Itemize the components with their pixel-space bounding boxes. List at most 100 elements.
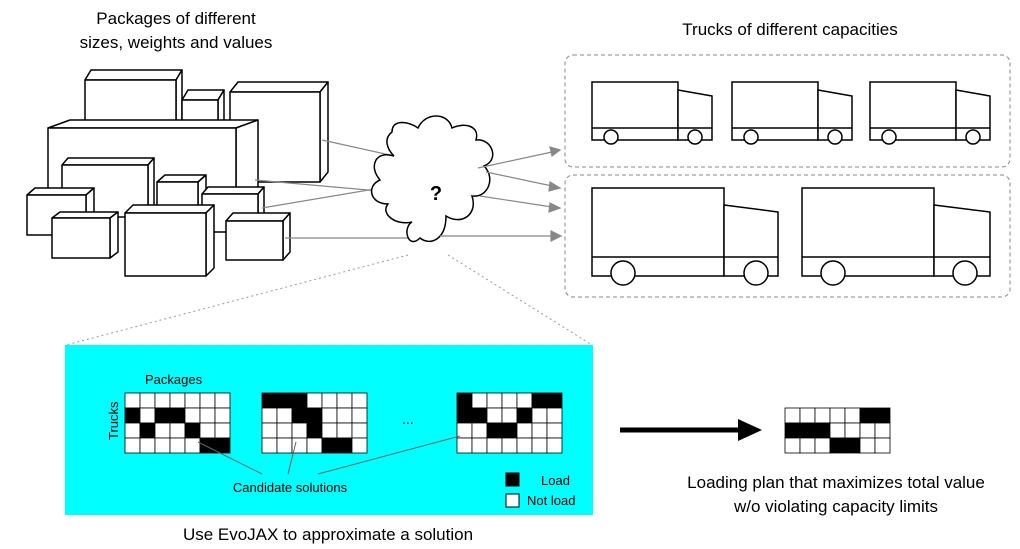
result-caption-line2: w/o violating capacity limits bbox=[733, 497, 938, 516]
grid-cell-empty bbox=[261, 407, 278, 424]
grid-cell-empty bbox=[199, 407, 216, 424]
candidate-grid-2 bbox=[261, 392, 368, 454]
grid-cell-empty bbox=[321, 422, 338, 439]
grid-cell-load bbox=[546, 392, 563, 409]
candidates-ellipsis: ... bbox=[402, 411, 414, 427]
grid-cell-empty bbox=[501, 437, 518, 454]
grid-cell-empty bbox=[874, 422, 891, 439]
grid-cell-empty bbox=[516, 422, 533, 439]
grid-cell-empty bbox=[139, 437, 156, 454]
grid-cell-empty bbox=[814, 407, 831, 424]
small-truck-icon bbox=[731, 81, 853, 145]
grid-cell-empty bbox=[859, 422, 876, 439]
grid-cell-load bbox=[531, 392, 548, 409]
grid-cell-empty bbox=[321, 392, 338, 409]
grid-cell-empty bbox=[531, 437, 548, 454]
grid-cell-empty bbox=[471, 392, 488, 409]
result-caption-line1: Loading plan that maximizes total value bbox=[687, 473, 985, 492]
grid-cell-empty bbox=[184, 392, 201, 409]
grid-cell-load bbox=[814, 422, 831, 439]
package-box bbox=[51, 211, 119, 259]
grid-cell-load bbox=[261, 392, 278, 409]
result-grid bbox=[784, 407, 891, 454]
grid-cell-empty bbox=[844, 422, 861, 439]
grid-cell-load bbox=[124, 407, 141, 424]
grid-cell-load bbox=[154, 407, 171, 424]
grid-cell-empty bbox=[531, 407, 548, 424]
grid-cell-empty bbox=[336, 422, 353, 439]
grid-cell-load bbox=[471, 407, 488, 424]
grid-cell-load bbox=[291, 392, 308, 409]
grid-cell-load bbox=[184, 422, 201, 439]
grid-cell-load bbox=[874, 407, 891, 424]
grid-cell-empty bbox=[351, 392, 368, 409]
grid-cell-load bbox=[276, 392, 293, 409]
grid-cell-empty bbox=[306, 392, 323, 409]
grid-cell-empty bbox=[486, 392, 503, 409]
grid-cell-empty bbox=[799, 407, 816, 424]
grid-cell-empty bbox=[154, 422, 171, 439]
small-truck-icon bbox=[591, 81, 713, 145]
grid-cell-empty bbox=[351, 437, 368, 454]
grid-cell-empty bbox=[501, 407, 518, 424]
grid-cell-empty bbox=[199, 422, 216, 439]
package-box bbox=[124, 204, 215, 277]
grid-cell-empty bbox=[154, 437, 171, 454]
candidate-grid-3 bbox=[456, 392, 563, 454]
legend-not-load-label: Not load bbox=[527, 493, 575, 508]
grid-cell-empty bbox=[199, 392, 216, 409]
packages-caption-line2: sizes, weights and values bbox=[80, 33, 273, 52]
legend-load-label: Load bbox=[541, 473, 570, 488]
grid-cell-empty bbox=[169, 422, 186, 439]
grid-cell-load bbox=[501, 422, 518, 439]
connector-arrows-out bbox=[440, 146, 563, 242]
puzzle-question-mark: ? bbox=[430, 183, 442, 205]
grid-cell-empty bbox=[139, 392, 156, 409]
small-trucks-frame bbox=[564, 54, 1011, 168]
grid-cell-empty bbox=[154, 392, 171, 409]
grid-cell-load bbox=[139, 422, 156, 439]
grid-cell-empty bbox=[501, 392, 518, 409]
grid-cell-empty bbox=[486, 437, 503, 454]
grid-cell-load bbox=[321, 437, 338, 454]
grid-cell-load bbox=[486, 422, 503, 439]
grid-cell-empty bbox=[184, 437, 201, 454]
grid-cell-empty bbox=[261, 437, 278, 454]
grid-cell-empty bbox=[351, 407, 368, 424]
grid-cell-load bbox=[306, 422, 323, 439]
packages-caption-line1: Packages of different bbox=[96, 9, 256, 28]
legend-not-load-swatch bbox=[505, 493, 520, 508]
grid-cell-empty bbox=[124, 422, 141, 439]
grid-cell-empty bbox=[456, 437, 473, 454]
grid-cell-load bbox=[456, 407, 473, 424]
grid-cell-load bbox=[799, 422, 816, 439]
grid-cell-empty bbox=[261, 422, 278, 439]
large-truck-icon bbox=[591, 187, 779, 286]
grid-cell-load bbox=[456, 392, 473, 409]
grid-cell-empty bbox=[471, 437, 488, 454]
grid-cell-load bbox=[844, 437, 861, 454]
grid-cell-empty bbox=[276, 407, 293, 424]
grid-cell-empty bbox=[784, 437, 801, 454]
matrix-header-packages: Packages bbox=[145, 372, 203, 387]
grid-cell-load bbox=[214, 437, 231, 454]
grid-cell-empty bbox=[516, 437, 533, 454]
grid-cell-empty bbox=[784, 407, 801, 424]
grid-cell-empty bbox=[214, 392, 231, 409]
grid-cell-empty bbox=[321, 407, 338, 424]
grid-cell-load bbox=[169, 407, 186, 424]
grid-cell-empty bbox=[276, 422, 293, 439]
grid-cell-load bbox=[199, 437, 216, 454]
legend-load-swatch bbox=[505, 472, 520, 487]
grid-cell-empty bbox=[486, 407, 503, 424]
grid-cell-empty bbox=[829, 407, 846, 424]
candidate-solutions-label: Candidate solutions bbox=[233, 480, 348, 495]
candidate-grid-1 bbox=[124, 392, 231, 454]
grid-cell-load bbox=[306, 407, 323, 424]
grid-cell-empty bbox=[546, 422, 563, 439]
grid-cell-load bbox=[516, 407, 533, 424]
package-box bbox=[225, 212, 291, 261]
grid-cell-load bbox=[829, 437, 846, 454]
grid-cell-empty bbox=[874, 437, 891, 454]
